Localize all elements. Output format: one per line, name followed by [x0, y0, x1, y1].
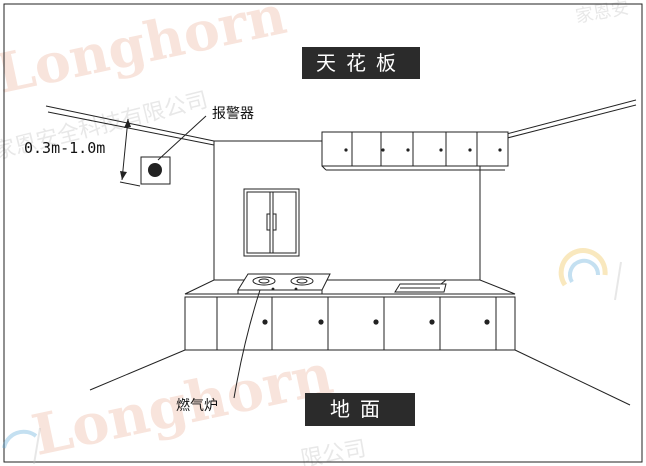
sink: [394, 279, 447, 293]
ceiling-label: 天花板: [302, 47, 420, 79]
gas-stove: [237, 273, 331, 295]
frame: [3, 3, 643, 463]
countertop: [184, 279, 516, 298]
floor-right-line: [514, 349, 631, 406]
distance-dimension: [119, 118, 141, 187]
back-wall-window: [243, 188, 300, 257]
watermark-logo-right: [558, 248, 622, 301]
stove-leader-line: [233, 289, 261, 399]
stove-label: 燃气炉: [176, 398, 218, 414]
watermark-logo-left: [2, 427, 41, 465]
base-cabinets: [184, 296, 516, 351]
floor-left-line: [89, 349, 186, 391]
alarm-label: 报警器: [212, 106, 254, 122]
alarm-leader-line: [157, 115, 207, 161]
gas-alarm-device: [140, 156, 171, 185]
floor-label: 地面: [305, 393, 415, 426]
ceiling-left-line: [45, 105, 215, 142]
wall-cabinet: [321, 131, 509, 171]
range-label: 0.3m-1.0m: [24, 139, 106, 157]
